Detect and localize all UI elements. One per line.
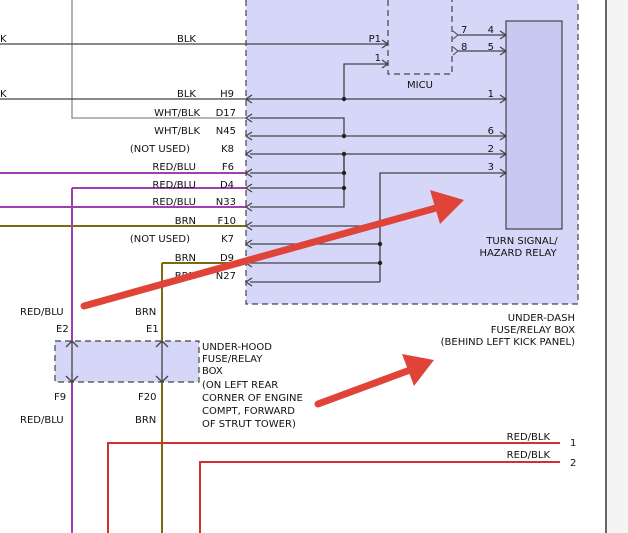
under-dash-label-1: UNDER-DASH: [508, 313, 575, 324]
svg-text:D9: D9: [220, 253, 234, 264]
gray-wire: [71, 0, 246, 119]
under-dash-label-3: (BEHIND LEFT KICK PANEL): [441, 337, 575, 348]
svg-text:WHT/BLK: WHT/BLK: [154, 126, 200, 137]
svg-text:(NOT USED): (NOT USED): [130, 234, 190, 245]
uh-bottom-wire-1: RED/BLU: [20, 415, 64, 426]
uh-pin-e2: E2: [56, 324, 69, 335]
svg-text:BRN: BRN: [175, 216, 196, 227]
uh-pin-e1: E1: [146, 324, 159, 335]
annotation-arrow-relay: [80, 204, 440, 310]
svg-text:N45: N45: [216, 126, 236, 137]
svg-text:WHT/BLK: WHT/BLK: [154, 108, 200, 119]
svg-text:RED/BLU: RED/BLU: [152, 180, 196, 191]
relay-pin-3: 3: [488, 162, 494, 173]
annotation-arrowhead-box: [402, 354, 434, 386]
micu-pin-8: 8: [461, 42, 467, 53]
red-blk-wire-2: [199, 461, 560, 533]
bottom-wire-1-label: RED/BLK: [507, 432, 551, 443]
uh-pin-f9: F9: [54, 392, 66, 403]
relay-pin-6: 6: [488, 126, 494, 137]
top-wire-label: BLK: [177, 34, 196, 45]
svg-text:RED/BLU: RED/BLU: [152, 162, 196, 173]
svg-text:H9: H9: [220, 89, 234, 100]
svg-text:OF STRUT TOWER): OF STRUT TOWER): [202, 419, 296, 430]
left-row-labels: BLK H9 WHT/BLK D17 WHT/BLK N45 (NOT USED…: [130, 89, 236, 282]
svg-text:BLK: BLK: [177, 89, 196, 100]
svg-text:K8: K8: [221, 144, 234, 155]
relay-pin-1: 1: [488, 89, 494, 100]
bottom-wire-2-num: 2: [570, 458, 576, 469]
svg-text:UNDER-HOOD: UNDER-HOOD: [202, 342, 272, 353]
uh-bottom-wire-2: BRN: [135, 415, 156, 426]
svg-text:K7: K7: [221, 234, 234, 245]
micu-pin-p1: P1: [369, 34, 381, 45]
turn-signal-relay: [505, 20, 563, 230]
svg-text:COMPT, FORWARD: COMPT, FORWARD: [202, 406, 295, 417]
page-edge: [606, 0, 628, 533]
under-dash-box: [245, 0, 579, 305]
relay-pin-4: 4: [488, 25, 494, 36]
connector-chevrons: [244, 94, 253, 287]
svg-text:F10: F10: [218, 216, 236, 227]
svg-text:N27: N27: [216, 271, 236, 282]
svg-text:F6: F6: [222, 162, 234, 173]
uh-pin-f20: F20: [138, 392, 156, 403]
bottom-wire-2-label: RED/BLK: [507, 450, 551, 461]
annotation-arrowhead-relay: [430, 190, 464, 224]
micu-pin-1: 1: [375, 53, 381, 64]
under-hood-label: UNDER-HOOD FUSE/RELAY BOX (ON LEFT REAR …: [202, 342, 303, 430]
annotation-arrow-box: [314, 366, 414, 408]
relay-pin-2: 2: [488, 144, 494, 155]
h9-left-fragment: K: [0, 89, 7, 100]
bottom-wire-1-num: 1: [570, 438, 576, 449]
top-left-fragment: K: [0, 34, 7, 45]
red-blk-wire-1: [107, 442, 560, 533]
svg-text:N33: N33: [216, 197, 236, 208]
micu-label: MICU: [407, 80, 433, 91]
svg-text:(NOT USED): (NOT USED): [130, 144, 190, 155]
svg-text:FUSE/RELAY: FUSE/RELAY: [202, 354, 263, 365]
micu-box: [387, 0, 453, 75]
relay-label-1: TURN SIGNAL/: [485, 236, 558, 247]
svg-text:CORNER OF ENGINE: CORNER OF ENGINE: [202, 393, 303, 404]
svg-text:D17: D17: [216, 108, 236, 119]
svg-text:RED/BLU: RED/BLU: [152, 197, 196, 208]
svg-text:BOX: BOX: [202, 366, 223, 377]
junction-dots: [341, 96, 383, 266]
svg-text:D4: D4: [220, 180, 234, 191]
micu-pin-7: 7: [461, 25, 467, 36]
under-hood-box: [54, 340, 200, 383]
svg-text:BRN: BRN: [175, 253, 196, 264]
under-dash-label-2: FUSE/RELAY BOX: [491, 325, 575, 336]
relay-pin-5: 5: [488, 42, 494, 53]
svg-text:(ON LEFT REAR: (ON LEFT REAR: [202, 380, 278, 391]
uh-top-wire-2: BRN: [135, 307, 156, 318]
relay-label-2: HAZARD RELAY: [479, 248, 557, 259]
uh-top-wire-1: RED/BLU: [20, 307, 64, 318]
